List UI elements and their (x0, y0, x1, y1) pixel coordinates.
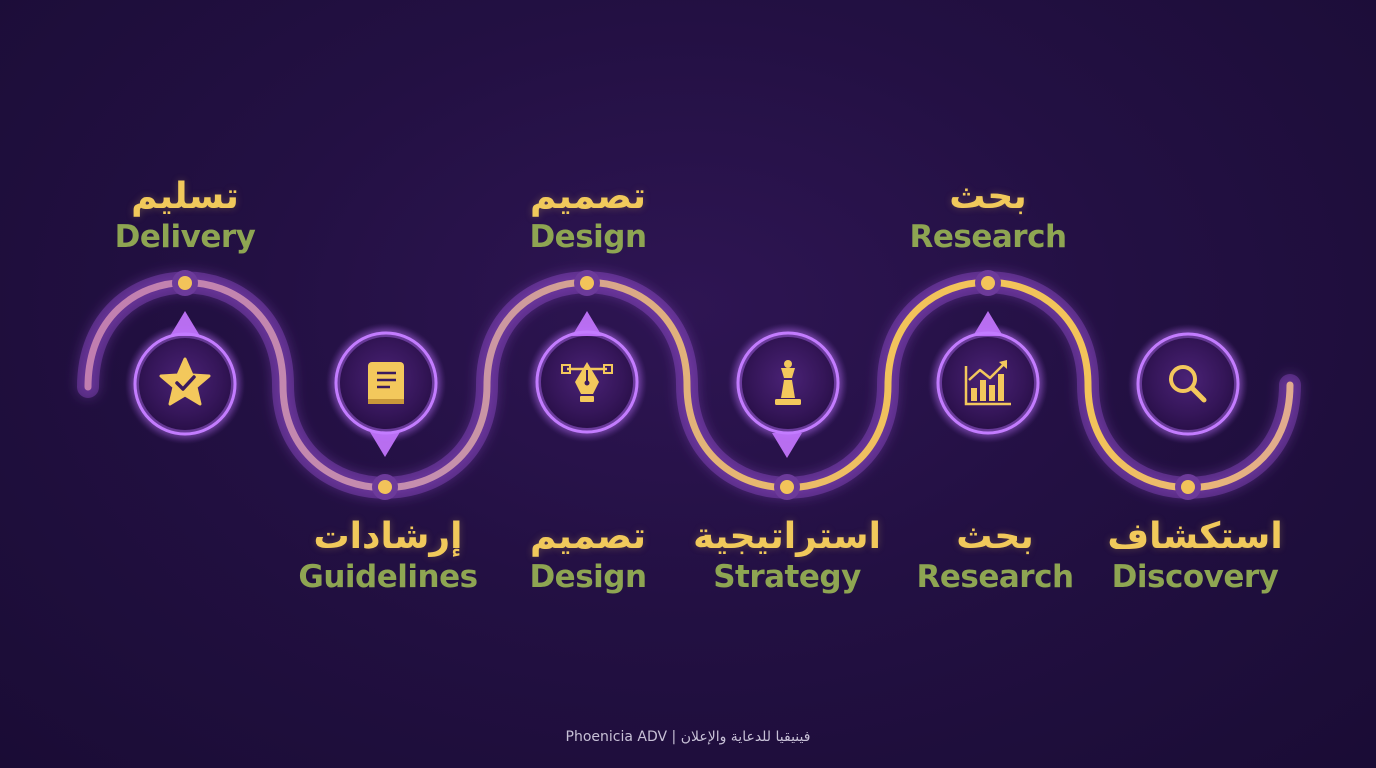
stage-title-arabic: استراتيجية (693, 516, 881, 557)
stage-label-research-top: بحث Research (868, 176, 1108, 256)
book-icon (368, 362, 404, 404)
stage-node-research (928, 311, 1048, 443)
pen-tool-icon (561, 362, 613, 402)
stage-title-arabic: بحث (956, 516, 1034, 557)
stage-title-english: Design (529, 559, 647, 595)
stage-node-delivery (125, 311, 245, 444)
path-dot (172, 270, 198, 296)
stage-node-guidelines (326, 323, 446, 457)
stage-title-english: Research (909, 219, 1067, 255)
stage-title-arabic: إرشادات (313, 516, 463, 557)
stage-label-delivery-top: تسليم Delivery (65, 176, 305, 256)
stage-node-strategy (728, 323, 848, 458)
chess-piece-icon (775, 360, 801, 405)
stage-title-arabic: بحث (949, 176, 1027, 217)
stage-node-discovery (1128, 324, 1248, 444)
stage-title-english: Strategy (713, 559, 861, 595)
stage-title-english: Design (529, 219, 647, 255)
stage-title-arabic: استكشاف (1107, 516, 1283, 557)
wave-path (84, 278, 1294, 492)
stage-label-research-bottom: بحث Research (875, 516, 1115, 596)
stage-label-design-bottom: تصميم Design (468, 516, 708, 596)
path-dot (1175, 474, 1201, 500)
stage-label-strategy: استراتيجية Strategy (657, 516, 917, 596)
path-dot (774, 474, 800, 500)
path-dots (172, 270, 1201, 500)
path-dot (975, 270, 1001, 296)
stage-title-english: Delivery (114, 219, 256, 255)
star-check-icon (159, 357, 211, 406)
stage-title-english: Discovery (1111, 559, 1279, 595)
magnifier-icon (1169, 365, 1207, 403)
stage-title-arabic: تصميم (529, 516, 647, 557)
footer-credit: Phoenicia ADV | فينيقيا للدعاية والإعلان (565, 729, 811, 745)
path-dot (372, 474, 398, 500)
stage-label-discovery: استكشاف Discovery (1075, 516, 1315, 596)
path-dot (574, 270, 600, 296)
stage-node-design (527, 311, 647, 442)
stage-title-english: Guidelines (298, 559, 478, 595)
bar-chart-icon (964, 360, 1011, 406)
stage-label-design-top: تصميم Design (468, 176, 708, 256)
stage-label-guidelines: إرشادات Guidelines (268, 516, 508, 596)
stage-title-arabic: تصميم (529, 176, 647, 217)
stage-title-arabic: تسليم (131, 176, 239, 217)
stage-title-english: Research (916, 559, 1074, 595)
